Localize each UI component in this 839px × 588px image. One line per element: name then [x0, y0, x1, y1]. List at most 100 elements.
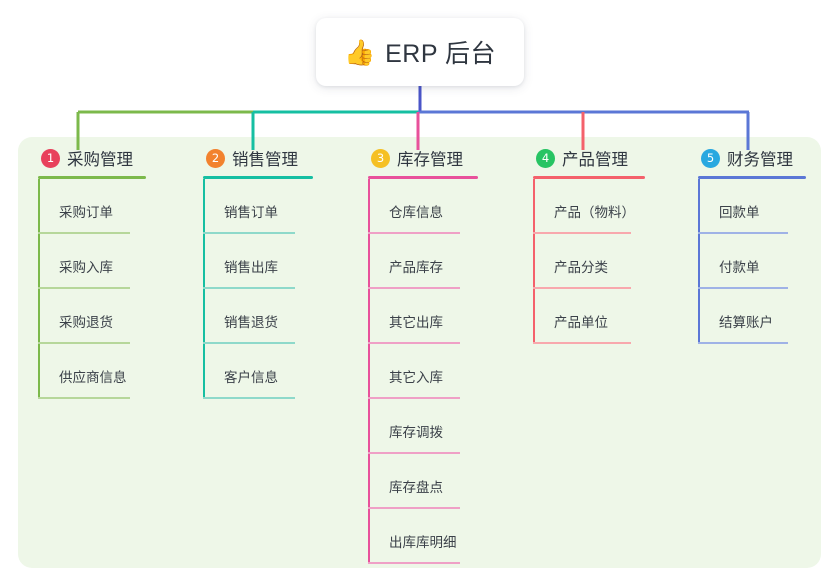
- branch-underline: [368, 176, 478, 179]
- leaf-item[interactable]: 采购退货: [38, 289, 162, 344]
- leaf-item-label: 采购退货: [59, 315, 113, 330]
- leaf-item-label: 销售订单: [224, 205, 278, 220]
- leaf-item-label: 回款单: [719, 205, 760, 220]
- leaf-item[interactable]: 仓库信息: [368, 179, 486, 234]
- leaf-item-underline: [533, 342, 631, 344]
- leaf-item-label: 采购入库: [59, 260, 113, 275]
- leaf-item-underline: [38, 287, 130, 289]
- leaf-item[interactable]: 出库库明细: [368, 509, 486, 564]
- leaf-item[interactable]: 采购入库: [38, 234, 162, 289]
- leaf-item-label: 销售出库: [224, 260, 278, 275]
- branch-items: 产品（物料） 产品分类产品单位: [533, 179, 657, 344]
- leaf-item[interactable]: 产品分类: [533, 234, 657, 289]
- branch-underline: [203, 176, 313, 179]
- thumbs-up-icon: 👍: [343, 37, 376, 67]
- leaf-item[interactable]: 库存盘点: [368, 454, 486, 509]
- root-title: ERP 后台: [385, 40, 497, 68]
- leaf-item-underline: [368, 562, 460, 564]
- leaf-item[interactable]: 采购订单: [38, 179, 162, 234]
- branch-items: 仓库信息产品库存其它出库其它入库库存调拨库存盘点出库库明细: [368, 179, 486, 564]
- leaf-item[interactable]: 回款单: [698, 179, 816, 234]
- branch-title: 库存管理: [397, 151, 463, 169]
- branch-column-3: 3 库存管理仓库信息产品库存其它出库其它入库库存调拨库存盘点出库库明细: [368, 145, 486, 564]
- leaf-item[interactable]: 其它入库: [368, 344, 486, 399]
- branch-header-5[interactable]: 5 财务管理: [698, 145, 816, 171]
- branch-header-2[interactable]: 2 销售管理: [203, 145, 321, 171]
- branch-trunk-line: [38, 179, 40, 399]
- branch-items: 采购订单采购入库采购退货供应商信息: [38, 179, 162, 399]
- leaf-item[interactable]: 客户信息: [203, 344, 321, 399]
- leaf-item-underline: [368, 232, 460, 234]
- branch-number-badge: 5: [701, 148, 720, 168]
- root-node[interactable]: 👍 ERP 后台: [316, 18, 524, 86]
- leaf-item[interactable]: 销售订单: [203, 179, 321, 234]
- leaf-item-label: 产品分类: [554, 260, 608, 275]
- branch-underline: [38, 176, 146, 179]
- leaf-item-underline: [368, 287, 460, 289]
- root-node-content: 👍 ERP 后台: [344, 34, 496, 70]
- leaf-item[interactable]: 销售出库: [203, 234, 321, 289]
- branch-column-5: 5 财务管理回款单付款单结算账户: [698, 145, 816, 344]
- leaf-item-label: 产品库存: [389, 260, 443, 275]
- leaf-item-label: 仓库信息: [389, 205, 443, 220]
- branch-column-2: 2 销售管理销售订单销售出库销售退货客户信息: [203, 145, 321, 399]
- branch-trunk-line: [203, 179, 205, 399]
- leaf-item[interactable]: 产品库存: [368, 234, 486, 289]
- leaf-item-underline: [533, 232, 631, 234]
- leaf-item-underline: [38, 397, 130, 399]
- leaf-item[interactable]: 库存调拨: [368, 399, 486, 454]
- branch-trunk-line: [533, 179, 535, 344]
- leaf-item[interactable]: 供应商信息: [38, 344, 162, 399]
- leaf-item-underline: [368, 452, 460, 454]
- branch-title: 产品管理: [562, 151, 628, 169]
- branch-column-4: 4 产品管理产品（物料） 产品分类产品单位: [533, 145, 657, 344]
- leaf-item-label: 供应商信息: [59, 370, 127, 385]
- leaf-item[interactable]: 结算账户: [698, 289, 816, 344]
- leaf-item[interactable]: 产品单位: [533, 289, 657, 344]
- branch-number-badge: 2: [206, 148, 225, 168]
- leaf-item-underline: [698, 287, 788, 289]
- branches-panel: [18, 137, 821, 568]
- leaf-item-label: 产品单位: [554, 315, 608, 330]
- leaf-item-underline: [203, 232, 295, 234]
- leaf-item[interactable]: 其它出库: [368, 289, 486, 344]
- leaf-item-label: 库存调拨: [389, 425, 443, 440]
- leaf-item-underline: [38, 232, 130, 234]
- leaf-item-underline: [203, 342, 295, 344]
- leaf-item-label: 采购订单: [59, 205, 113, 220]
- leaf-item-label: 结算账户: [719, 315, 773, 330]
- leaf-item-label: 其它出库: [389, 315, 443, 330]
- branch-title: 财务管理: [727, 151, 793, 169]
- leaf-item-underline: [203, 397, 295, 399]
- leaf-item-label: 产品（物料）: [554, 205, 635, 220]
- leaf-item-label: 出库库明细: [389, 535, 457, 550]
- leaf-item-underline: [203, 287, 295, 289]
- leaf-item-label: 客户信息: [224, 370, 278, 385]
- branch-trunk-line: [698, 179, 700, 344]
- leaf-item[interactable]: 销售退货: [203, 289, 321, 344]
- leaf-item[interactable]: 产品（物料）: [533, 179, 657, 234]
- leaf-item-underline: [368, 507, 460, 509]
- branch-underline: [533, 176, 645, 179]
- leaf-item-underline: [368, 397, 460, 399]
- branch-title: 销售管理: [232, 151, 298, 169]
- branch-number-badge: 3: [371, 148, 390, 168]
- leaf-item-underline: [533, 287, 631, 289]
- leaf-item-underline: [698, 232, 788, 234]
- leaf-item-underline: [698, 342, 788, 344]
- leaf-item[interactable]: 付款单: [698, 234, 816, 289]
- branch-header-3[interactable]: 3 库存管理: [368, 145, 486, 171]
- branch-header-4[interactable]: 4 产品管理: [533, 145, 657, 171]
- leaf-item-label: 付款单: [719, 260, 760, 275]
- branch-underline: [698, 176, 806, 179]
- branch-items: 回款单付款单结算账户: [698, 179, 816, 344]
- leaf-item-label: 库存盘点: [389, 480, 443, 495]
- branch-number-badge: 4: [536, 148, 555, 168]
- leaf-item-label: 其它入库: [389, 370, 443, 385]
- leaf-item-label: 销售退货: [224, 315, 278, 330]
- branch-items: 销售订单销售出库销售退货客户信息: [203, 179, 321, 399]
- branch-title: 采购管理: [67, 151, 133, 169]
